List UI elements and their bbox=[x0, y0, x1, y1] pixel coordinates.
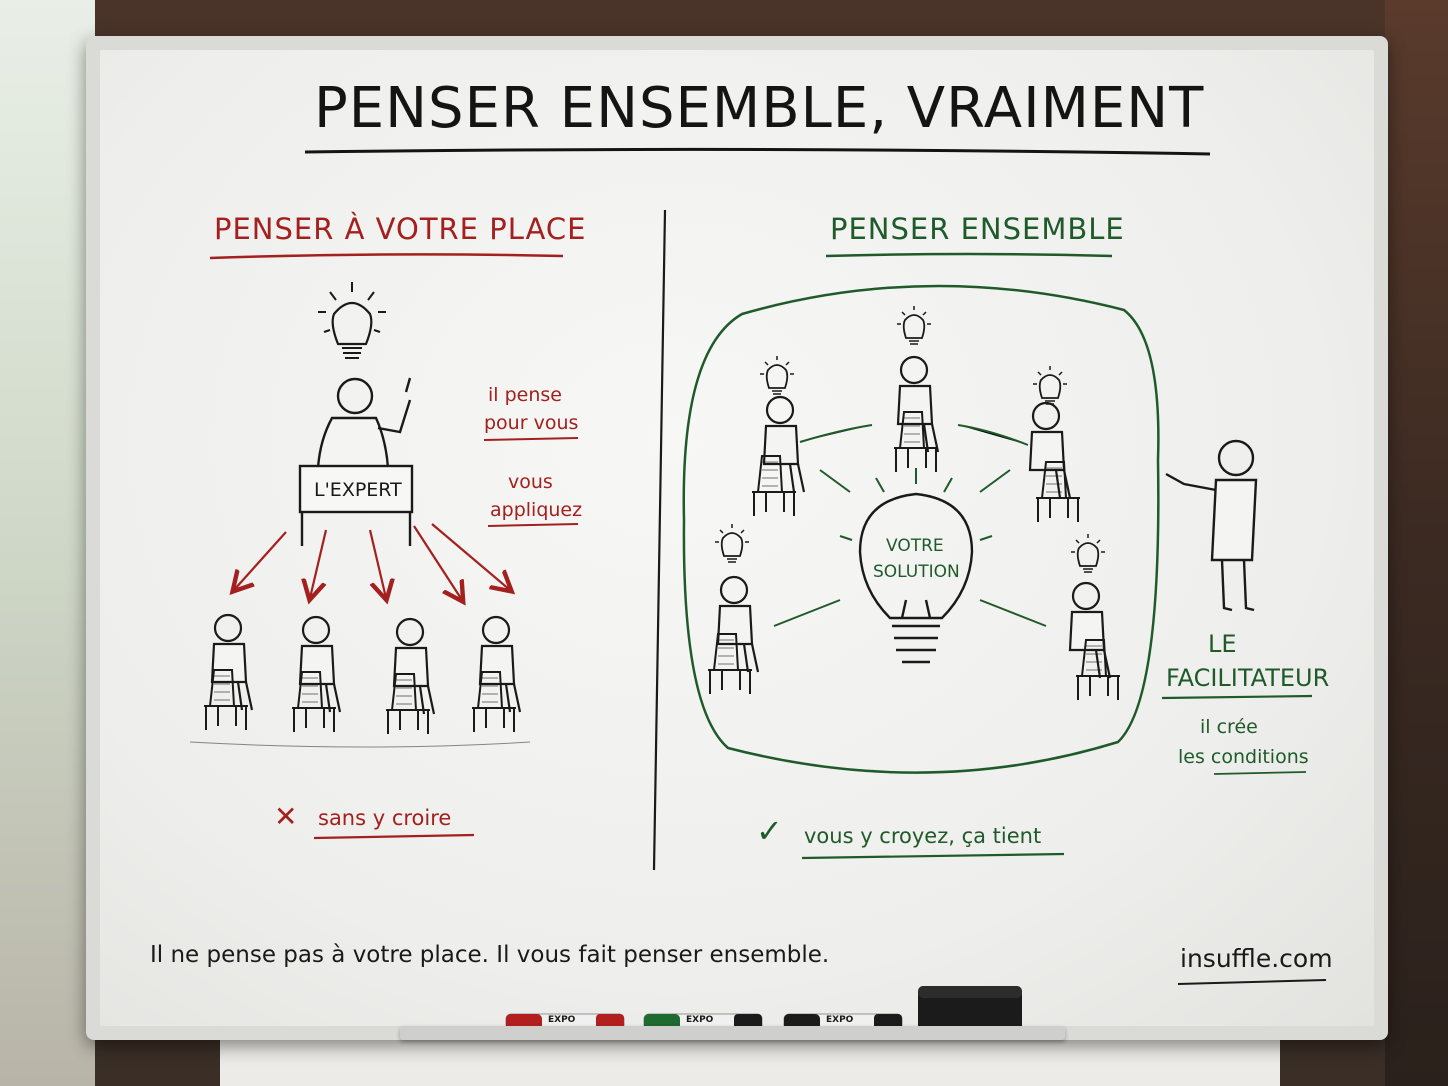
whiteboard-surface bbox=[100, 50, 1374, 1026]
center-divider bbox=[652, 209, 667, 871]
brand-underline bbox=[1177, 979, 1327, 985]
facilitator-underline bbox=[1161, 694, 1313, 700]
circle-participants bbox=[707, 305, 1121, 701]
window-background bbox=[0, 0, 95, 1086]
note-underline bbox=[1213, 771, 1307, 775]
facilitator-figure bbox=[1165, 439, 1258, 612]
wall-background bbox=[95, 0, 1385, 40]
board-stand bbox=[220, 1040, 1280, 1086]
brick-wall-background bbox=[1385, 0, 1448, 1086]
left-note-1a: il pense bbox=[488, 384, 562, 406]
facilitator-note-2: les conditions bbox=[1178, 746, 1309, 768]
note-underline bbox=[487, 523, 579, 527]
left-arrows bbox=[234, 523, 510, 600]
right-heading: PENSER ENSEMBLE bbox=[830, 212, 1125, 246]
facilitator-note-1: il crée bbox=[1200, 716, 1258, 738]
left-note-2b: appliquez bbox=[490, 499, 583, 521]
right-result-underline bbox=[801, 852, 1065, 860]
marker-tray bbox=[400, 1026, 1065, 1040]
left-result: sans y croire bbox=[318, 806, 452, 830]
right-heading-underline bbox=[825, 252, 1113, 258]
left-heading-underline bbox=[209, 253, 564, 260]
expert-label: L'EXPERT bbox=[314, 479, 402, 501]
facilitator-label-1: LE bbox=[1208, 630, 1237, 658]
board-title: PENSER ENSEMBLE, VRAIMENT bbox=[314, 76, 1205, 141]
marker-label-green: EXPO bbox=[686, 1015, 714, 1025]
solution-bulb-icon bbox=[858, 492, 974, 664]
footer-brand: insuffle.com bbox=[1180, 944, 1333, 973]
note-underline bbox=[483, 437, 579, 441]
left-note-1b: pour vous bbox=[484, 412, 579, 434]
marker-label-red: EXPO bbox=[548, 1015, 576, 1025]
facilitator-label-2: FACILITATEUR bbox=[1166, 664, 1330, 692]
footer-quote: Il ne pense pas à votre place. Il vous f… bbox=[150, 942, 830, 968]
left-heading: PENSER À VOTRE PLACE bbox=[214, 212, 587, 246]
left-result-underline bbox=[313, 833, 475, 840]
left-audience bbox=[189, 613, 531, 748]
title-underline bbox=[304, 147, 1211, 156]
left-note-2a: vous bbox=[508, 471, 553, 493]
cross-icon: ✕ bbox=[274, 800, 298, 833]
right-result: vous y croyez, ça tient bbox=[804, 824, 1042, 848]
marker-label-black: EXPO bbox=[826, 1015, 854, 1025]
group-circle bbox=[682, 284, 1160, 774]
solution-rays bbox=[773, 424, 1047, 627]
check-icon: ✓ bbox=[756, 812, 783, 850]
solution-line-2: SOLUTION bbox=[873, 562, 960, 582]
eraser bbox=[918, 986, 1022, 1036]
expert-figure bbox=[298, 377, 414, 546]
solution-line-1: VOTRE bbox=[886, 536, 944, 556]
expert-bulb-icon bbox=[318, 282, 386, 359]
